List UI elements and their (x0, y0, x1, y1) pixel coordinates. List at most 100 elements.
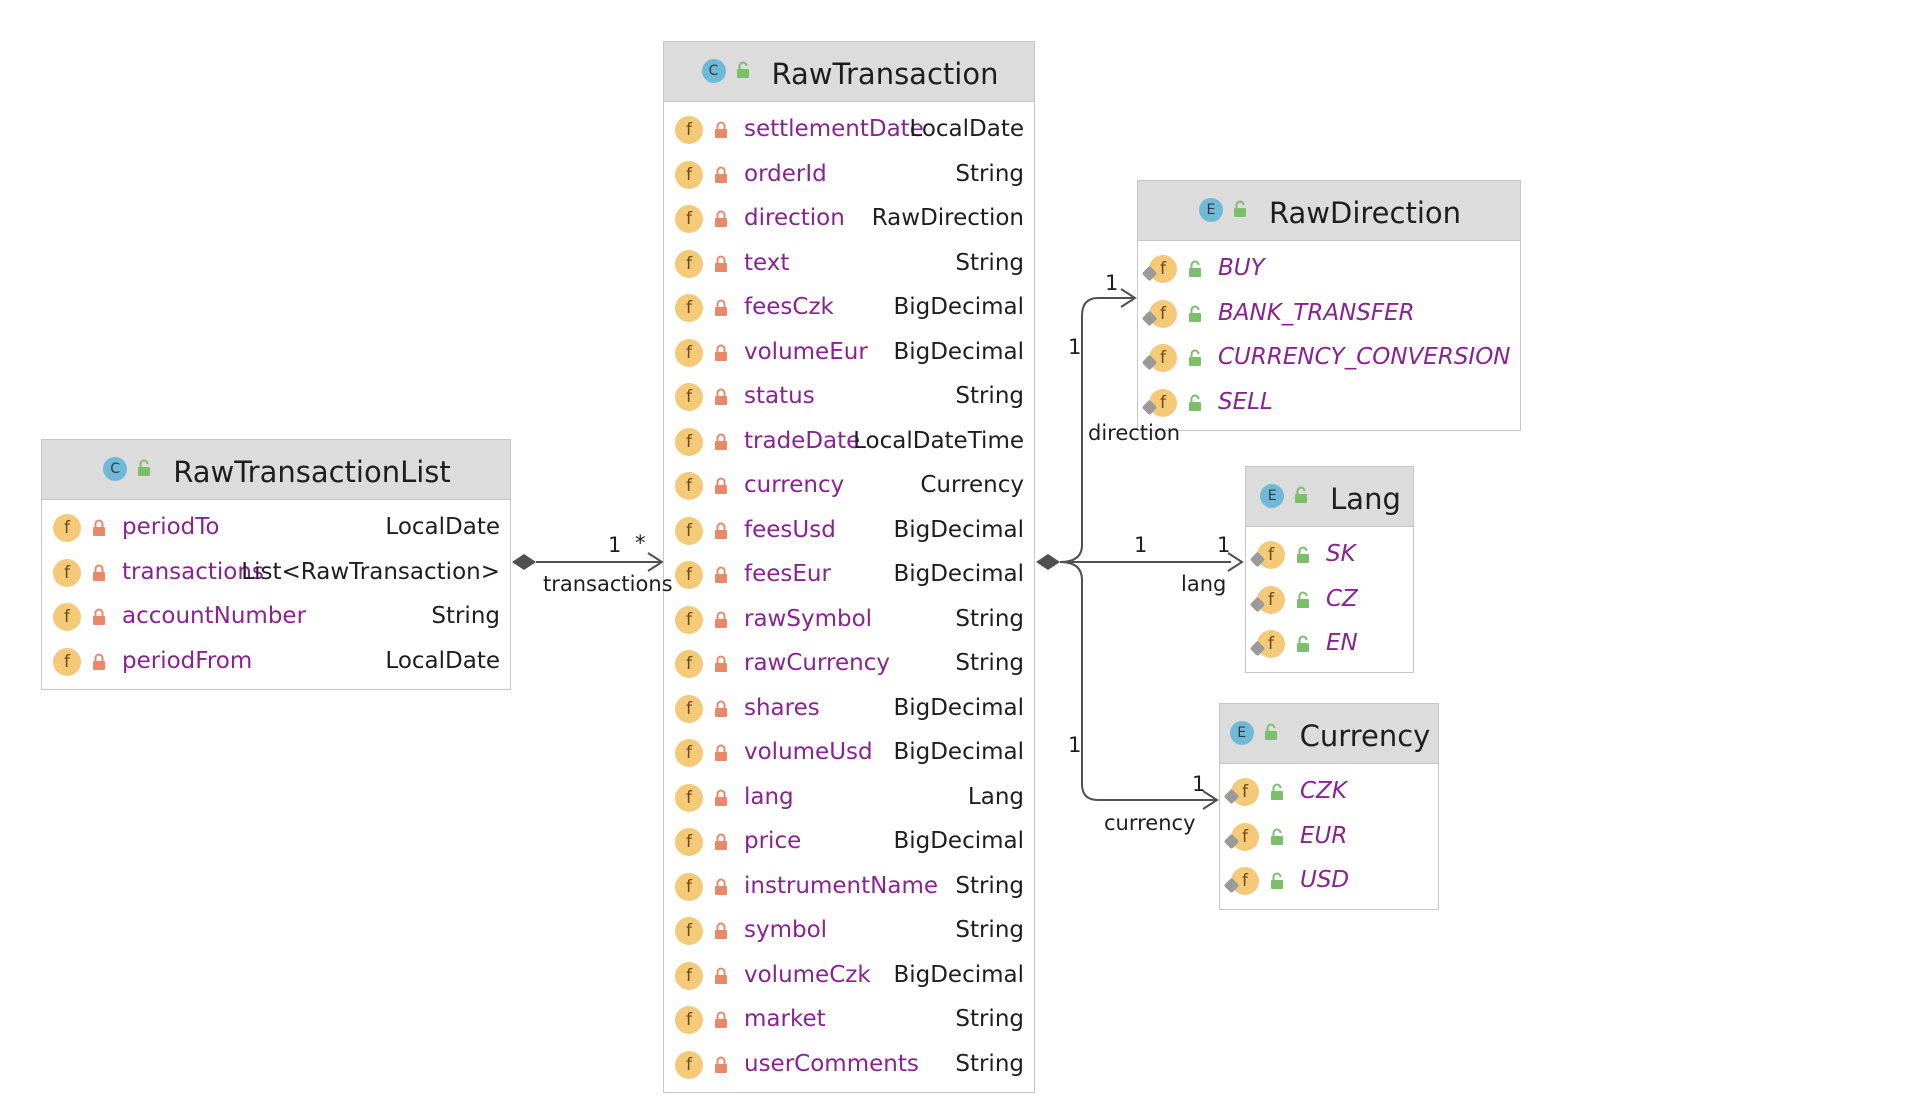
field-name: CURRENCY_CONVERSION (1218, 344, 1511, 370)
enum-icon: E (1198, 198, 1223, 222)
association-currency[interactable] (1059, 561, 1217, 801)
field-name: rawSymbol (744, 605, 873, 632)
field-icon: f (675, 338, 703, 367)
field-type: LocalDate (909, 116, 1024, 142)
public-lock-icon (1188, 394, 1202, 412)
field-row[interactable]: f EUR (1220, 814, 1438, 859)
private-lock-icon (714, 255, 728, 273)
field-type: BigDecimal (893, 828, 1024, 854)
field-name: feesCzk (744, 294, 834, 320)
field-name: CZ (1326, 585, 1358, 612)
field-type: BigDecimal (893, 961, 1024, 988)
field-icon: f (675, 472, 703, 500)
public-lock-icon (736, 61, 750, 79)
field-type: String (955, 249, 1024, 276)
static-field-icon: f (1257, 630, 1285, 658)
field-name: BUY (1218, 255, 1265, 281)
association-direction[interactable] (1059, 297, 1135, 563)
class-title: Currency (1299, 719, 1431, 753)
field-icon: f (675, 917, 703, 945)
multiplicity-source-transactions: 1 (608, 533, 622, 557)
field-name: userComments (744, 1050, 919, 1077)
field-icon: f (675, 427, 703, 456)
static-field-icon: f (1231, 822, 1259, 851)
field-name: rawCurrency (744, 650, 890, 676)
field-name: SK (1326, 541, 1356, 567)
field-name: instrumentName (744, 872, 939, 899)
class-title: Lang (1330, 482, 1401, 516)
field-icon: f (53, 558, 81, 587)
field-name: volumeCzk (744, 961, 871, 988)
role-label-direction: direction (1088, 421, 1181, 445)
public-lock-icon (1270, 828, 1284, 846)
field-name: shares (744, 694, 820, 721)
multiplicity-target-direction: 1 (1105, 271, 1119, 295)
field-icon: f (675, 1006, 703, 1034)
field-icon: f (675, 561, 703, 589)
enum-icon: E (1229, 721, 1254, 745)
private-lock-icon (714, 299, 728, 317)
private-lock-icon (714, 878, 728, 896)
private-lock-icon (714, 566, 728, 584)
multiplicity-target-lang: 1 (1217, 533, 1231, 557)
class-icon: C (701, 59, 726, 83)
field-type: String (955, 605, 1024, 632)
field-icon: f (675, 116, 703, 144)
field-icon: f (675, 160, 703, 189)
role-label-transactions: transactions (543, 572, 673, 596)
field-icon: f (675, 739, 703, 767)
multiplicity-target-currency: 1 (1192, 772, 1206, 796)
private-lock-icon (714, 700, 728, 718)
field-type: String (955, 650, 1024, 676)
private-lock-icon (714, 166, 728, 184)
public-lock-icon (1233, 200, 1247, 218)
field-name: feesEur (744, 561, 831, 587)
field-name: EUR (1300, 822, 1348, 849)
public-lock-icon (1296, 546, 1310, 564)
private-lock-icon (92, 608, 106, 626)
class-title: RawTransaction (771, 57, 999, 91)
private-lock-icon (92, 519, 106, 537)
